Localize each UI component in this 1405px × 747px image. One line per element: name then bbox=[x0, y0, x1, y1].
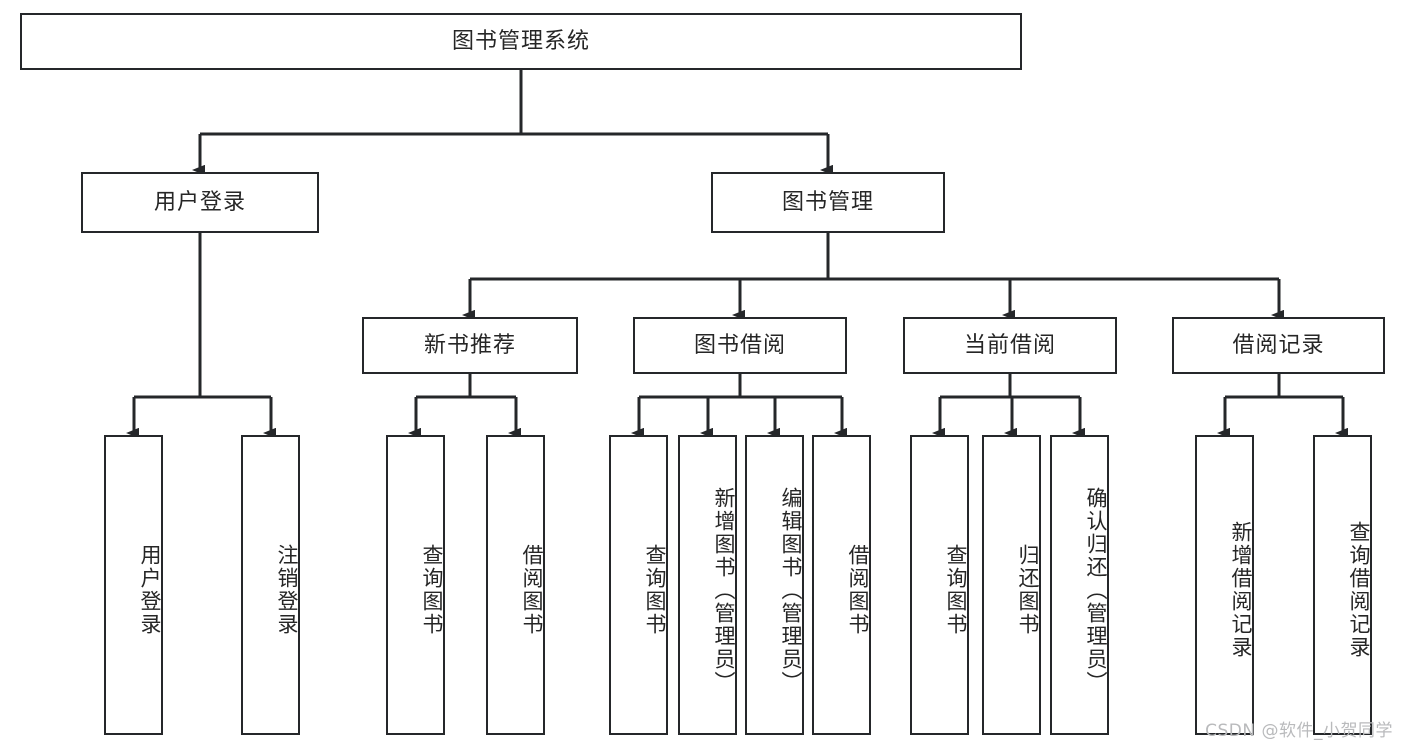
node-leaf-rec-search[interactable]: 查询借阅记录 bbox=[1313, 435, 1372, 735]
node-leaf-cur-confirm[interactable]: 确认归还（管理员） bbox=[1050, 435, 1109, 735]
node-label: 查询图书 bbox=[420, 544, 444, 636]
node-label: 新书推荐 bbox=[423, 332, 516, 358]
node-borrow-record[interactable]: 借阅记录 bbox=[1172, 317, 1385, 374]
node-leaf-cur-return[interactable]: 归还图书 bbox=[982, 435, 1041, 735]
node-leaf-brw-edit[interactable]: 编辑图书（管理员） bbox=[745, 435, 804, 735]
node-label: 查询图书 bbox=[643, 544, 667, 636]
node-label: 借阅图书 bbox=[520, 544, 544, 636]
node-current-borrow[interactable]: 当前借阅 bbox=[903, 317, 1117, 374]
node-label: 新增图书（管理员） bbox=[712, 486, 736, 694]
node-label: 图书借阅 bbox=[693, 332, 786, 358]
node-book-mgmt[interactable]: 图书管理 bbox=[711, 172, 945, 233]
node-leaf-user-logout[interactable]: 注销登录 bbox=[241, 435, 300, 735]
node-label: 用户登录 bbox=[138, 544, 162, 636]
node-label: 编辑图书（管理员） bbox=[779, 486, 803, 694]
node-label: 借阅记录 bbox=[1232, 332, 1325, 358]
node-leaf-rec-query[interactable]: 查询图书 bbox=[386, 435, 445, 735]
node-label: 查询图书 bbox=[944, 544, 968, 636]
node-book-borrow[interactable]: 图书借阅 bbox=[633, 317, 847, 374]
node-user-login[interactable]: 用户登录 bbox=[81, 172, 319, 233]
node-label: 图书管理 bbox=[781, 189, 874, 215]
node-label: 查询借阅记录 bbox=[1347, 521, 1371, 659]
node-label: 新增借阅记录 bbox=[1229, 521, 1253, 659]
node-label: 图书管理系统 bbox=[451, 28, 590, 54]
node-leaf-brw-query[interactable]: 查询图书 bbox=[609, 435, 668, 735]
node-label: 借阅图书 bbox=[846, 544, 870, 636]
node-label: 归还图书 bbox=[1016, 544, 1040, 636]
node-leaf-user-login[interactable]: 用户登录 bbox=[104, 435, 163, 735]
node-label: 确认归还（管理员） bbox=[1084, 486, 1108, 694]
node-leaf-cur-query[interactable]: 查询图书 bbox=[910, 435, 969, 735]
node-root[interactable]: 图书管理系统 bbox=[20, 13, 1022, 70]
node-leaf-rec-add[interactable]: 新增借阅记录 bbox=[1195, 435, 1254, 735]
node-label: 用户登录 bbox=[153, 189, 246, 215]
node-leaf-brw-add[interactable]: 新增图书（管理员） bbox=[678, 435, 737, 735]
node-label: 注销登录 bbox=[275, 544, 299, 636]
node-label: 当前借阅 bbox=[963, 332, 1056, 358]
node-leaf-rec-borrow[interactable]: 借阅图书 bbox=[486, 435, 545, 735]
node-new-book-rec[interactable]: 新书推荐 bbox=[362, 317, 578, 374]
node-leaf-brw-borrow[interactable]: 借阅图书 bbox=[812, 435, 871, 735]
watermark: CSDN @软件_小贺同学 bbox=[1205, 721, 1393, 741]
